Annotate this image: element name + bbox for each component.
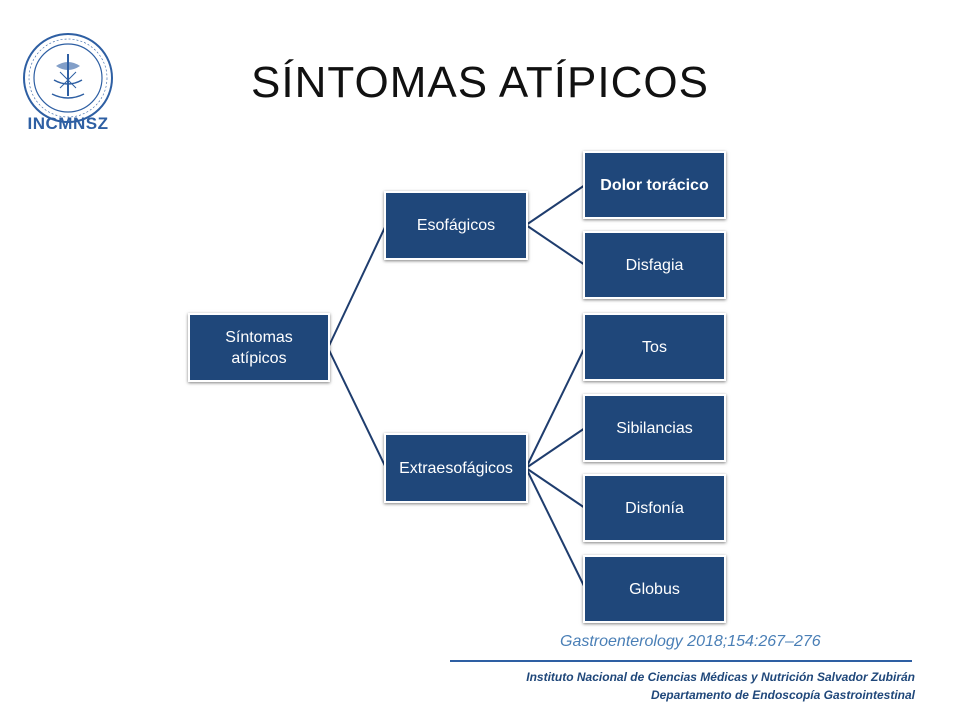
node-extraesofagicos: Extraesofágicos [384,433,528,503]
connector-extra-sibilancias [525,427,586,469]
node-sibilancias: Sibilancias [583,394,726,462]
logo-text: INCMNSZ [27,114,109,133]
footer-divider [450,660,912,662]
node-extraesofagicos-label: Extraesofágicos [399,459,513,477]
node-disfonia-label: Disfonía [625,499,684,517]
node-dolor-toracico-label: Dolor torácico [600,176,709,194]
node-esofagicos-label: Esofágicos [416,217,496,234]
connector-extra-tos [525,346,586,469]
connector-extra-disfonia [525,467,586,509]
department-name: Departamento de Endoscopía Gastrointesti… [650,688,915,702]
node-disfonia: Disfonía [583,474,726,542]
connector-extra-globus [525,467,586,589]
connector-esofagicos-disfagia [525,224,586,266]
node-root-label: Síntomas atípicos [225,328,293,367]
page-title: SÍNTOMAS ATÍPICOS [251,58,709,107]
institution-name: Instituto Nacional de Ciencias Médicas y… [526,670,915,684]
connector-root-esofagicos [327,224,387,349]
node-tos-label: Tos [642,338,667,356]
node-globus: Globus [583,555,726,623]
incmnsz-seal-logo [23,33,113,123]
reference-citation: Gastroenterology 2018;154:267–276 [560,633,821,650]
node-disfagia: Disfagia [583,231,726,299]
node-globus-label: Globus [629,580,680,598]
node-disfagia-label: Disfagia [625,256,684,274]
node-root: Síntomas atípicos [188,313,330,382]
connector-esofagicos-dolor [525,184,586,226]
connector-root-extraesofagicos [327,347,387,469]
node-dolor-toracico: Dolor torácico [583,151,726,219]
node-tos: Tos [583,313,726,381]
node-sibilancias-label: Sibilancias [616,419,693,437]
node-esofagicos: Esofágicos [384,191,528,260]
